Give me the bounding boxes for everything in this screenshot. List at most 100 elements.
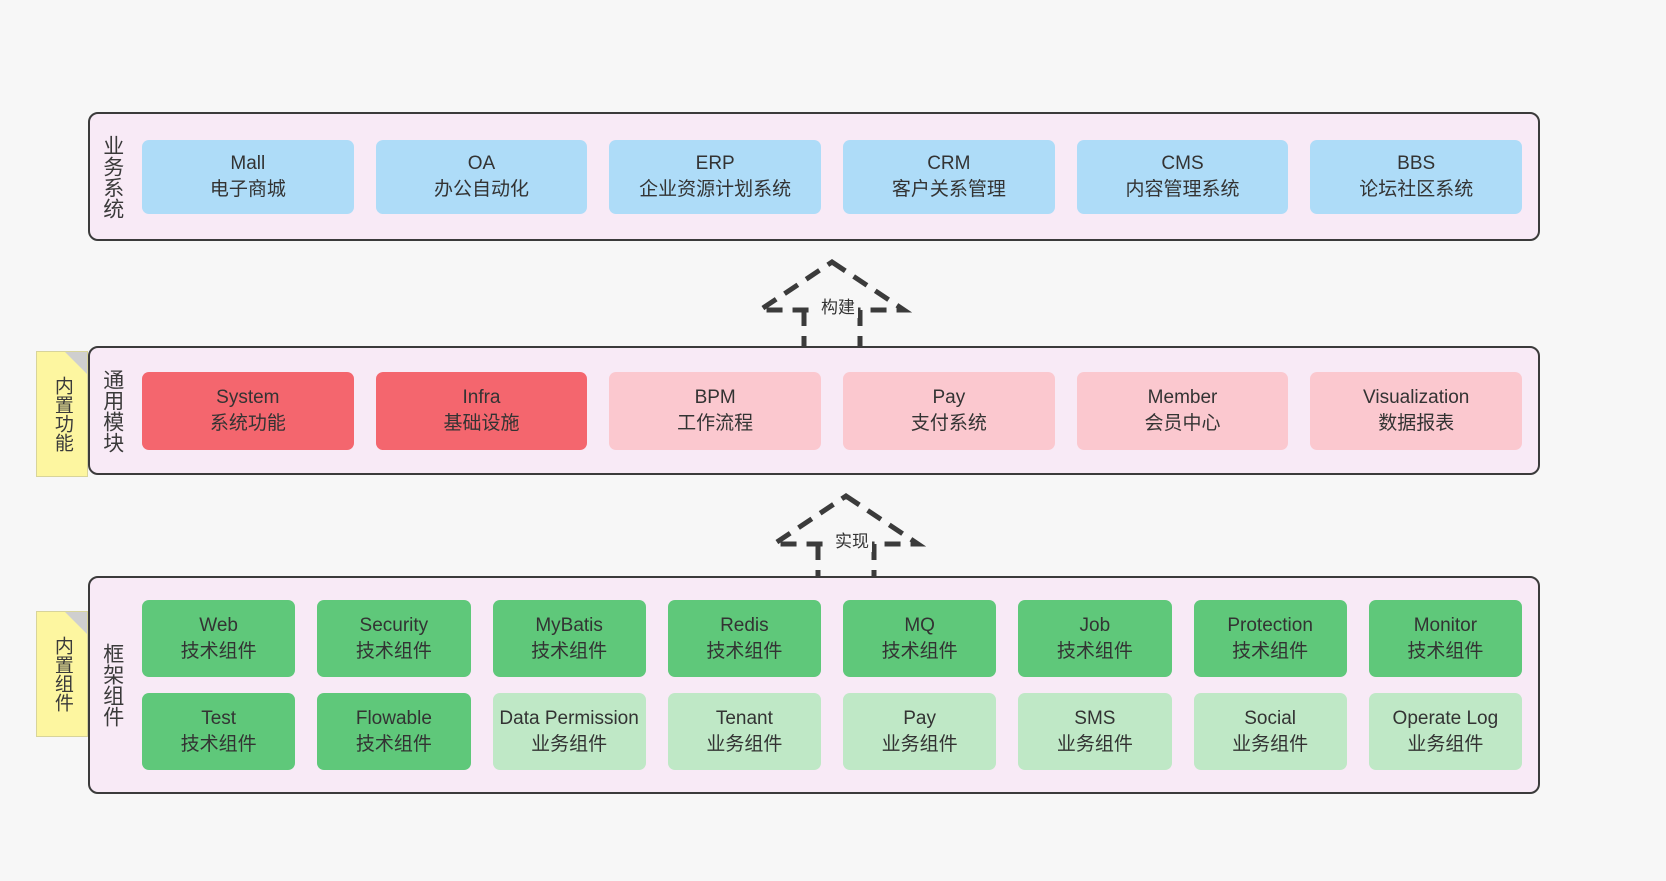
layer-business-system: 业务系统 Mall 电子商城 OA 办公自动化 ERP 企业资源计划系统 CRM… (88, 112, 1540, 241)
card-title: Pay (932, 387, 966, 409)
card-subtitle: 基础设施 (443, 412, 520, 434)
card-erp[interactable]: ERP 企业资源计划系统 (609, 139, 822, 214)
card-security[interactable]: Security 技术组件 (317, 600, 471, 677)
card-system[interactable]: System 系统功能 (142, 371, 354, 450)
card-subtitle: 数据报表 (1378, 412, 1455, 434)
card-title: Mall (230, 153, 266, 175)
card-subtitle: 内容管理系统 (1125, 178, 1240, 200)
card-title: Data Permission (499, 708, 639, 730)
card-visualization[interactable]: Visualization 数据报表 (1310, 371, 1523, 450)
card-title: CRM (927, 153, 971, 175)
card-subtitle: 业务组件 (1407, 733, 1484, 755)
card-oa[interactable]: OA 办公自动化 (375, 139, 588, 214)
card-title: Operate Log (1392, 708, 1499, 730)
card-subtitle: 业务组件 (881, 733, 958, 755)
card-subtitle: 业务组件 (531, 733, 608, 755)
card-subtitle: 技术组件 (355, 640, 432, 662)
card-flowable[interactable]: Flowable 技术组件 (317, 693, 471, 770)
card-protection[interactable]: Protection 技术组件 (1193, 600, 1347, 677)
card-subtitle: 业务组件 (706, 733, 783, 755)
card-title: BPM (694, 387, 736, 409)
layer-common-module: 通用模块 System 系统功能 Infra 基础设施 BPM 工作流程 Pay… (88, 346, 1540, 475)
card-crm[interactable]: CRM 客户关系管理 (843, 139, 1055, 214)
card-title: BBS (1397, 153, 1436, 175)
card-social[interactable]: Social 业务组件 (1193, 693, 1347, 770)
card-sms[interactable]: SMS 业务组件 (1018, 693, 1172, 770)
card-subtitle: 企业资源计划系统 (639, 178, 792, 200)
card-title: Member (1147, 387, 1218, 409)
card-data-permission[interactable]: Data Permission 业务组件 (492, 693, 646, 770)
card-title: Visualization (1363, 387, 1470, 409)
card-subtitle: 技术组件 (881, 640, 958, 662)
card-title: CMS (1161, 153, 1204, 175)
card-job[interactable]: Job 技术组件 (1018, 600, 1172, 677)
card-mall[interactable]: Mall 电子商城 (142, 139, 354, 214)
card-subtitle: 技术组件 (531, 640, 608, 662)
card-title: Redis (720, 615, 769, 637)
card-title: OA (467, 153, 496, 175)
card-subtitle: 技术组件 (355, 733, 432, 755)
card-title: Security (359, 615, 429, 637)
card-operate-log[interactable]: Operate Log 业务组件 (1368, 693, 1522, 770)
card-subtitle: 会员中心 (1144, 412, 1221, 434)
layer-title-business: 业务系统 (100, 134, 124, 219)
card-subtitle: 技术组件 (1407, 640, 1484, 662)
card-subtitle: 技术组件 (706, 640, 783, 662)
note-fold-corner-icon (65, 612, 87, 634)
card-cms[interactable]: CMS 内容管理系统 (1076, 139, 1289, 214)
card-title: MQ (904, 615, 935, 637)
connector-implement-label: 实现 (832, 527, 872, 552)
note-builtin-features: 内置功能 (36, 351, 88, 477)
card-title: Web (199, 615, 238, 637)
card-title: Protection (1227, 615, 1313, 637)
card-tenant[interactable]: Tenant 业务组件 (667, 693, 821, 770)
card-bpm[interactable]: BPM 工作流程 (609, 371, 822, 450)
card-mq[interactable]: MQ 技术组件 (843, 600, 997, 677)
card-title: Job (1079, 615, 1111, 637)
card-subtitle: 技术组件 (1056, 640, 1133, 662)
card-title: Monitor (1413, 615, 1478, 637)
card-member[interactable]: Member 会员中心 (1076, 371, 1289, 450)
card-title: Tenant (715, 708, 773, 730)
card-title: Flowable (355, 708, 432, 730)
card-title: Test (201, 708, 237, 730)
card-infra[interactable]: Infra 基础设施 (375, 371, 588, 450)
card-subtitle: 业务组件 (1232, 733, 1309, 755)
card-subtitle: 系统功能 (209, 412, 286, 434)
card-title: System (216, 387, 280, 409)
card-redis[interactable]: Redis 技术组件 (667, 600, 821, 677)
card-monitor[interactable]: Monitor 技术组件 (1368, 600, 1522, 677)
layer-body-business: Mall 电子商城 OA 办公自动化 ERP 企业资源计划系统 CRM 客户关系… (134, 114, 1538, 239)
layer-title-common: 通用模块 (100, 368, 124, 453)
card-title: MyBatis (535, 615, 603, 637)
card-row: System 系统功能 Infra 基础设施 BPM 工作流程 Pay 支付系统… (142, 371, 1523, 450)
card-test[interactable]: Test 技术组件 (142, 693, 296, 770)
note-label: 内置功能 (51, 376, 73, 452)
card-subtitle: 办公自动化 (434, 178, 530, 200)
card-subtitle: 客户关系管理 (891, 178, 1006, 200)
card-subtitle: 电子商城 (209, 178, 286, 200)
card-row: Web 技术组件 Security 技术组件 MyBatis 技术组件 Redi… (142, 600, 1522, 677)
card-pay-business[interactable]: Pay 业务组件 (843, 693, 997, 770)
card-title: SMS (1074, 708, 1116, 730)
card-subtitle: 技术组件 (180, 640, 257, 662)
card-mybatis[interactable]: MyBatis 技术组件 (492, 600, 646, 677)
card-subtitle: 技术组件 (180, 733, 257, 755)
note-fold-corner-icon (65, 352, 87, 374)
card-title: Infra (462, 387, 501, 409)
card-subtitle: 技术组件 (1232, 640, 1309, 662)
card-title: Social (1244, 708, 1296, 730)
card-subtitle: 论坛社区系统 (1359, 178, 1474, 200)
connector-build-label: 构建 (818, 293, 858, 318)
card-pay[interactable]: Pay 支付系统 (843, 371, 1055, 450)
card-subtitle: 支付系统 (910, 412, 987, 434)
card-title: Pay (903, 708, 936, 730)
card-title: ERP (695, 153, 735, 175)
layer-body-common: System 系统功能 Infra 基础设施 BPM 工作流程 Pay 支付系统… (134, 348, 1538, 473)
card-bbs[interactable]: BBS 论坛社区系统 (1310, 139, 1523, 214)
card-web[interactable]: Web 技术组件 (142, 600, 296, 677)
layer-framework-component: 框架组件 Web 技术组件 Security 技术组件 MyBatis 技术组件… (88, 576, 1540, 794)
layer-title-framework: 框架组件 (100, 643, 124, 727)
card-row: Test 技术组件 Flowable 技术组件 Data Permission … (142, 693, 1522, 770)
